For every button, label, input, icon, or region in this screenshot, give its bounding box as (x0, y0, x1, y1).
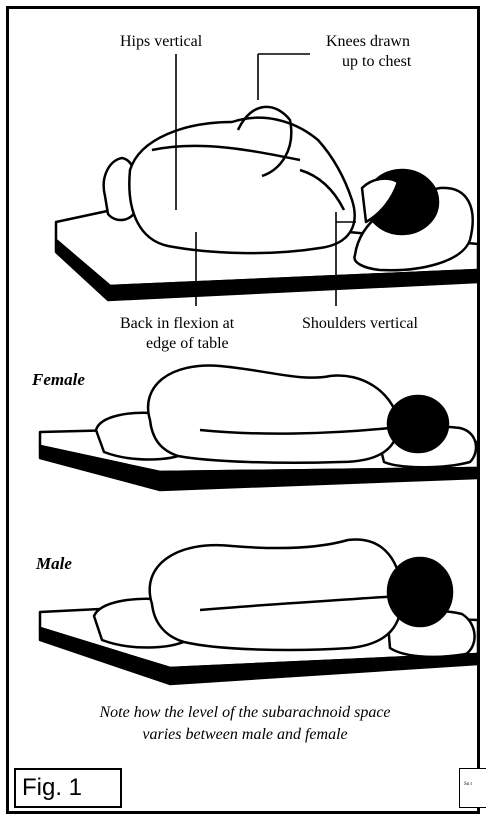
label-knees-line1: Knees drawn (326, 32, 410, 52)
male-body (150, 539, 402, 650)
label-back-line2: edge of table (146, 334, 229, 354)
label-hips-vertical: Hips vertical (120, 32, 202, 52)
label-shoulders-vertical: Shoulders vertical (302, 314, 418, 334)
note-line-1: Note how the level of the subarachnoid s… (40, 702, 450, 724)
female-patient-figure (40, 366, 478, 490)
female-head (388, 396, 448, 452)
top-patient-figure (56, 107, 478, 300)
section-male-label: Male (36, 554, 72, 574)
label-knees-line2: up to chest (342, 52, 411, 72)
female-body (148, 366, 398, 463)
section-female-label: Female (32, 370, 85, 390)
figure-note: Note how the level of the subarachnoid s… (40, 702, 450, 746)
label-back-line1: Back in flexion at (120, 314, 234, 334)
corner-stub: Su t (459, 768, 486, 808)
male-patient-figure (40, 539, 478, 684)
male-head (388, 558, 452, 626)
note-line-2: varies between male and female (40, 724, 450, 746)
figure-label: Fig. 1 (14, 768, 122, 808)
top-body (129, 118, 354, 253)
